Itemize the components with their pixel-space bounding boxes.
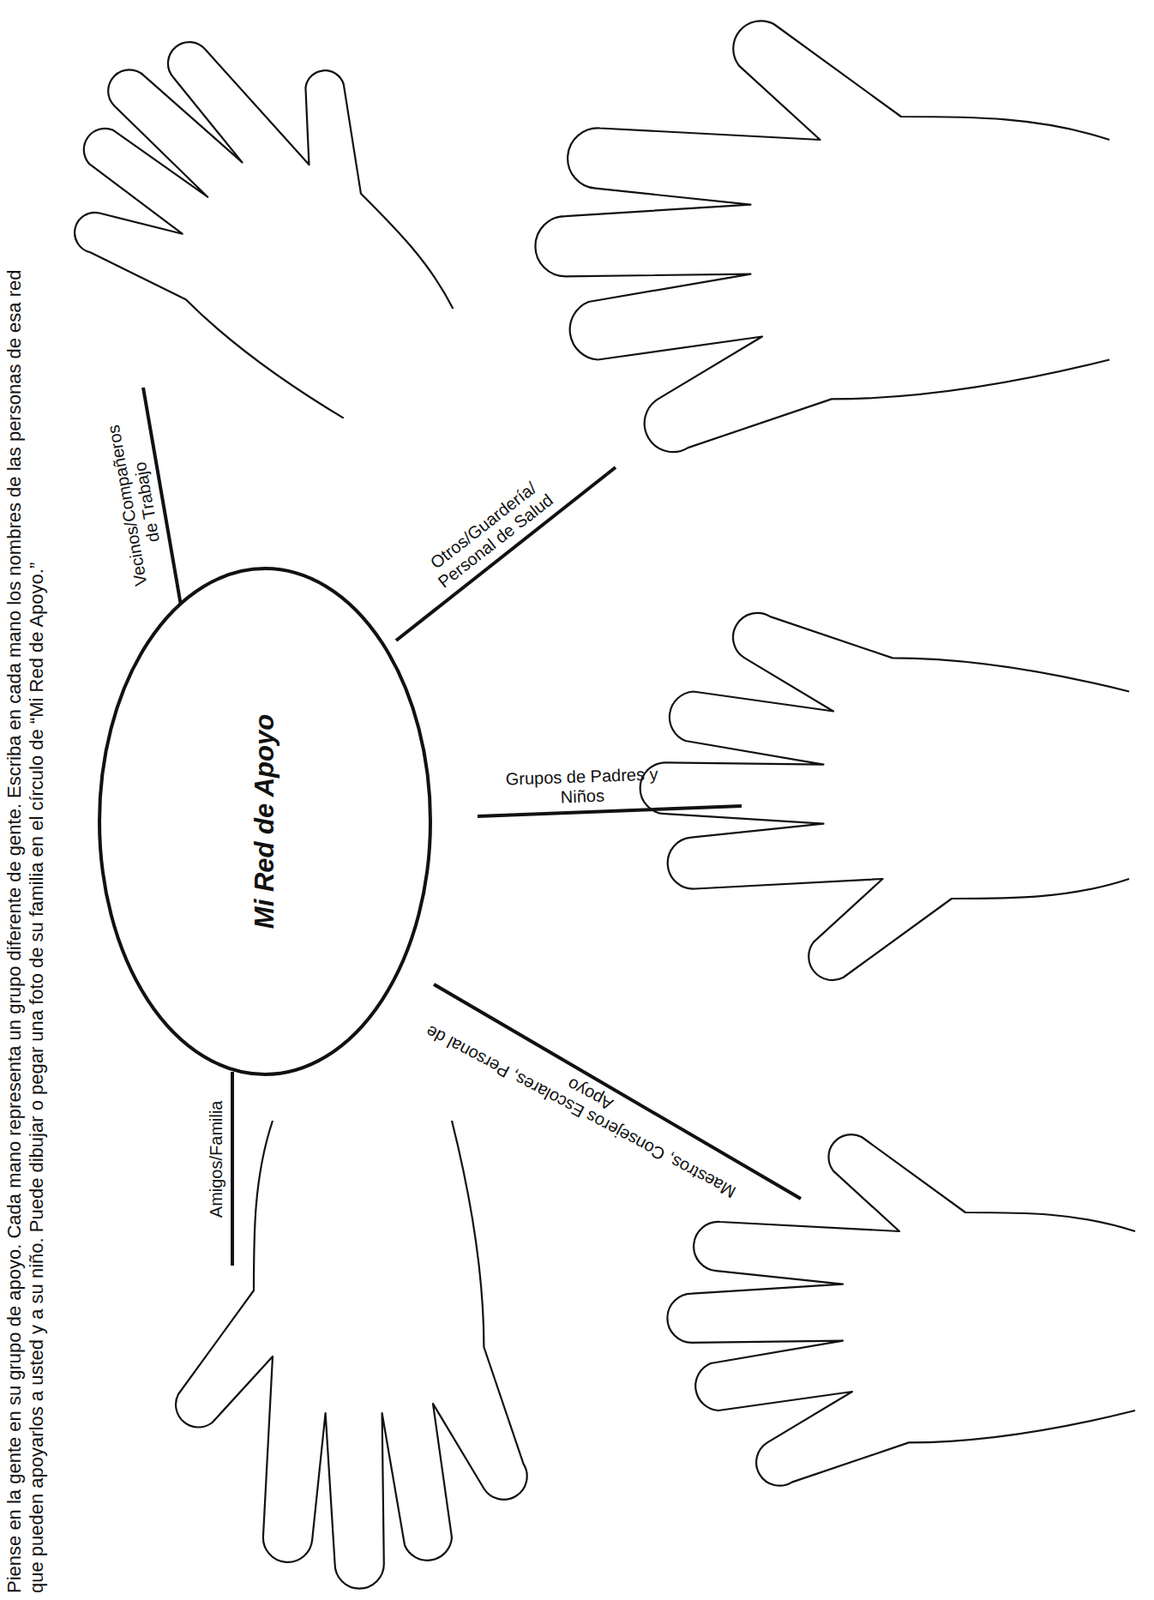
instruction-note: Piense en la gente en su grupo de apoyo.…: [3, 255, 49, 1593]
hand-outline: [534, 20, 1110, 452]
branch-label: Vecinos/Compañeros de Trabajo: [102, 413, 172, 594]
network-circle: Mi Red de Apoyo: [96, 565, 433, 1077]
leader-line: [433, 984, 801, 1199]
hand-outline: [640, 613, 1130, 980]
circle-outline: [99, 568, 431, 1075]
branch-label: Otros/Guardería/ Personal de Salud: [413, 468, 566, 600]
hand-outline: [175, 1120, 528, 1589]
branch-label: Amigos/Familia: [206, 1100, 227, 1219]
leader-line: [230, 1071, 235, 1266]
circle-title: Mi Red de Apoyo: [249, 714, 281, 929]
hand-outline: [12, 0, 512, 464]
branch-label: Maestros, Consejeros Escolares, Personal…: [409, 997, 762, 1209]
leader-line: [477, 805, 742, 817]
branch-label: Grupos de Padres y Niños: [493, 763, 671, 810]
leader-line: [396, 467, 616, 641]
